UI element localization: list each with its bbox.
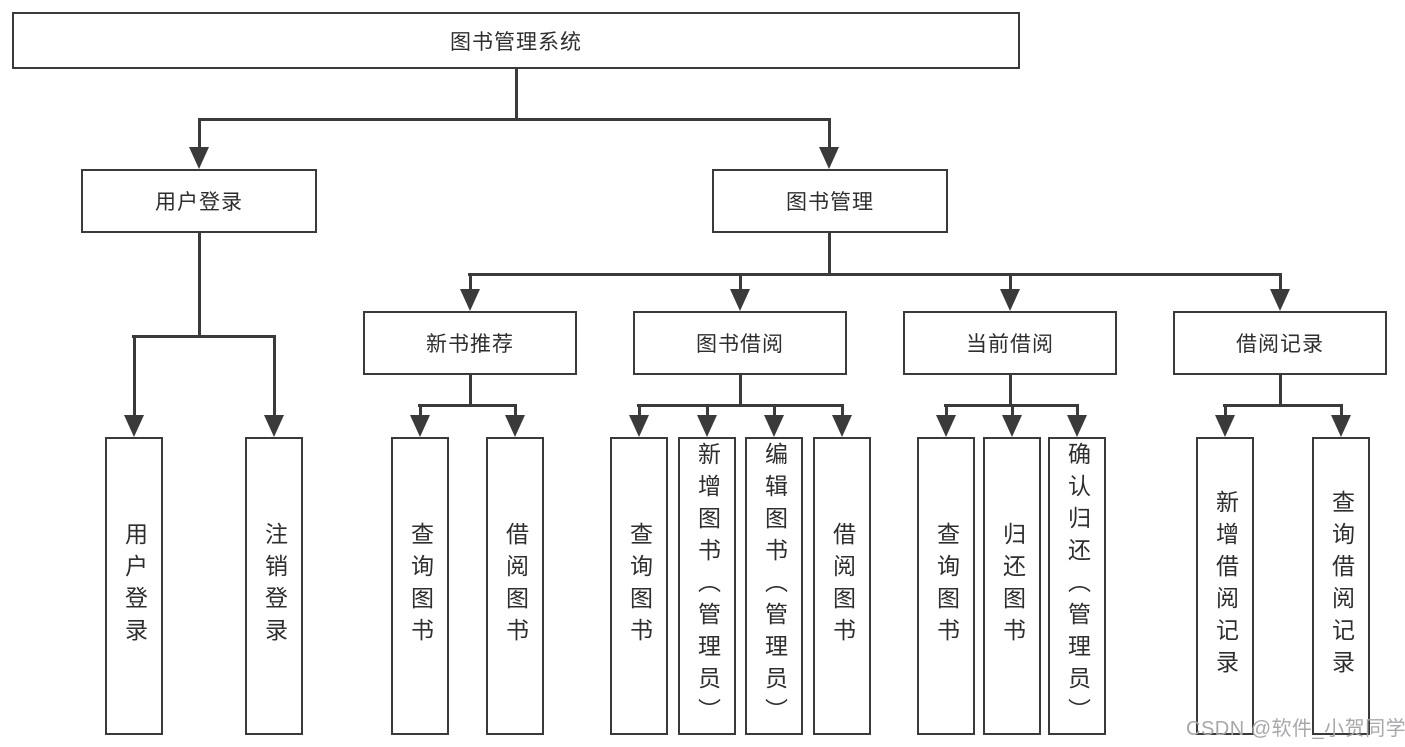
connector-line (419, 404, 422, 417)
leaf-return-book: 归还图书 (983, 437, 1041, 735)
arrowhead-down-icon (124, 415, 144, 437)
connector-line (1279, 273, 1282, 291)
leaf-query-borrow-record: 查询借阅记录 (1312, 437, 1370, 735)
connector-line (1009, 375, 1012, 404)
connector-line (739, 273, 742, 291)
arrowhead-down-icon (730, 289, 750, 311)
connector-line (514, 404, 517, 417)
arrowhead-down-icon (819, 147, 839, 169)
leaf-query-books-1: 查询图书 (391, 437, 449, 735)
arrowhead-down-icon (1215, 415, 1235, 437)
leaf-add-book-admin: 新增图书（管理员） (678, 437, 736, 735)
arrowhead-down-icon (1331, 415, 1351, 437)
connector-line (828, 233, 831, 273)
node-book-management: 图书管理 (712, 169, 948, 233)
connector-line (273, 335, 276, 417)
connector-line (638, 404, 641, 417)
connector-line (841, 404, 844, 417)
connector-line (198, 233, 201, 335)
connector-line (637, 404, 844, 407)
node-library-management-system: 图书管理系统 (12, 12, 1020, 69)
connector-line (133, 335, 136, 417)
arrowhead-down-icon (505, 415, 525, 437)
connector-line (1009, 273, 1012, 291)
arrowhead-down-icon (697, 415, 717, 437)
arrowhead-down-icon (264, 415, 284, 437)
connector-line (469, 273, 472, 291)
connector-line (468, 273, 1282, 276)
arrowhead-down-icon (1067, 415, 1087, 437)
leaf-query-books-2: 查询图书 (610, 437, 668, 735)
connector-line (1223, 404, 1343, 407)
arrowhead-down-icon (410, 415, 430, 437)
leaf-add-borrow-record: 新增借阅记录 (1196, 437, 1254, 735)
arrowhead-down-icon (1270, 289, 1290, 311)
node-current-borrowing: 当前借阅 (903, 311, 1117, 375)
leaf-user-login: 用户登录 (105, 437, 163, 735)
node-borrow-records: 借阅记录 (1173, 311, 1387, 375)
connector-line (198, 118, 201, 150)
connector-line (773, 404, 776, 417)
connector-line (1224, 404, 1227, 417)
arrowhead-down-icon (1000, 289, 1020, 311)
leaf-edit-book-admin: 编辑图书（管理员） (745, 437, 803, 735)
connector-line (1340, 404, 1343, 417)
connector-line (1279, 375, 1282, 404)
leaf-borrow-books-1: 借阅图书 (486, 437, 544, 735)
leaf-borrow-books-2: 借阅图书 (813, 437, 871, 735)
connector-line (198, 118, 830, 121)
watermark: CSDN @软件_小贺同学 (1186, 718, 1405, 740)
leaf-confirm-return-admin: 确认归还（管理员） (1048, 437, 1106, 735)
leaf-query-books-3: 查询图书 (917, 437, 975, 735)
arrowhead-down-icon (460, 289, 480, 311)
arrowhead-down-icon (936, 415, 956, 437)
connector-line (1076, 404, 1079, 417)
connector-line (945, 404, 948, 417)
connector-line (739, 375, 742, 404)
leaf-logout: 注销登录 (245, 437, 303, 735)
arrowhead-down-icon (1002, 415, 1022, 437)
connector-line (132, 335, 276, 338)
node-book-borrowing: 图书借阅 (633, 311, 847, 375)
arrowhead-down-icon (629, 415, 649, 437)
node-user-login: 用户登录 (81, 169, 317, 233)
connector-line (418, 404, 517, 407)
connector-line (1011, 404, 1014, 417)
connector-line (515, 69, 518, 118)
connector-line (706, 404, 709, 417)
arrowhead-down-icon (189, 147, 209, 169)
arrowhead-down-icon (764, 415, 784, 437)
connector-line (469, 375, 472, 404)
connector-line (828, 118, 831, 150)
node-new-book-recommend: 新书推荐 (363, 311, 577, 375)
arrowhead-down-icon (832, 415, 852, 437)
